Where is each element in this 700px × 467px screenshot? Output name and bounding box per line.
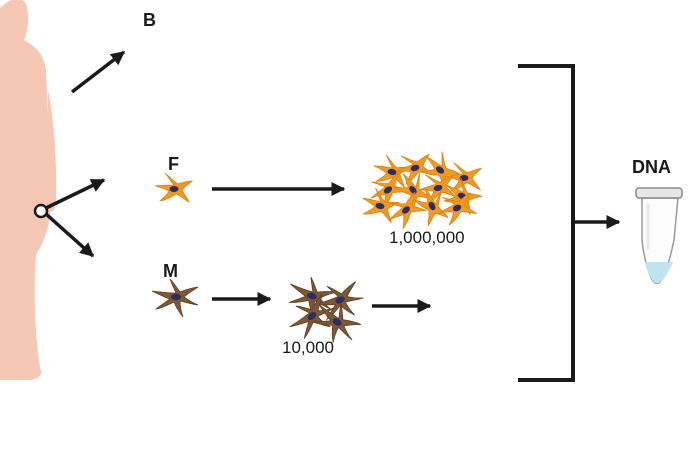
branch-point bbox=[33, 203, 49, 219]
count-macrophage: 10,000 bbox=[282, 338, 334, 357]
label-f: F bbox=[168, 154, 179, 174]
count-fibroblast: 1,000,000 bbox=[389, 228, 465, 247]
arrow-to-f bbox=[45, 178, 106, 210]
macrophage-cell-icon bbox=[151, 278, 199, 318]
dna-tube-icon bbox=[635, 187, 683, 285]
label-dna: DNA bbox=[632, 157, 671, 177]
label-m: M bbox=[163, 261, 178, 281]
pooling-bracket bbox=[518, 64, 575, 382]
human-body-icon bbox=[0, 0, 57, 380]
fibroblast-cell-icon bbox=[154, 172, 193, 203]
label-b: B bbox=[143, 10, 156, 30]
arrow-to-m bbox=[44, 212, 95, 258]
fibroblast-cluster-icon bbox=[357, 145, 486, 233]
arrow-to-b bbox=[70, 50, 126, 94]
